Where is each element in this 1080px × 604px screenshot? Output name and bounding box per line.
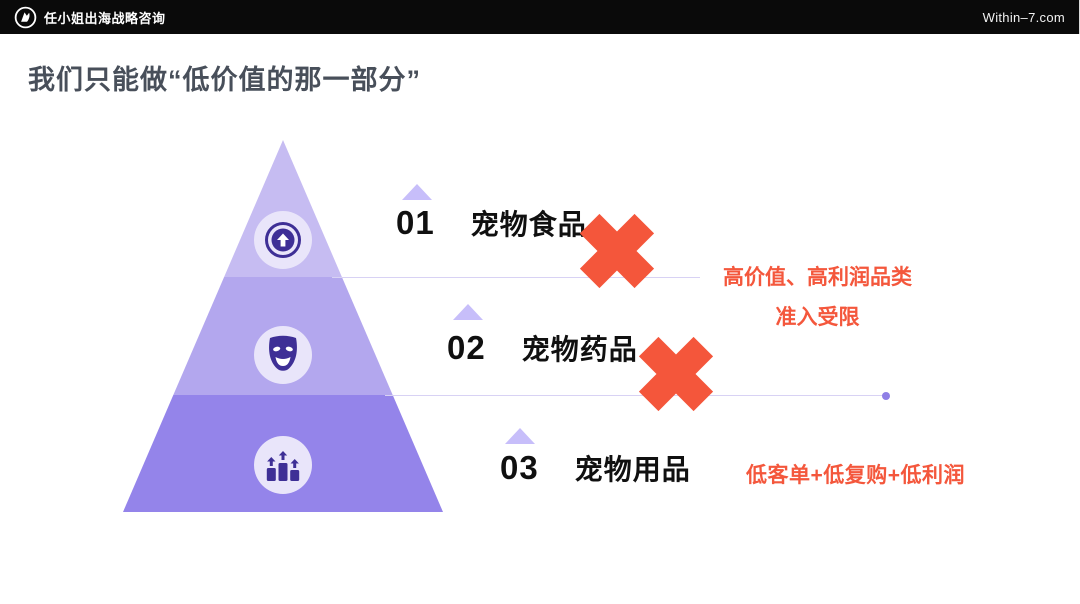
pyramid-diagram	[123, 140, 443, 512]
list-item-2: 02 宠物药品	[447, 329, 638, 366]
item-label: 宠物药品	[521, 334, 638, 365]
triangle-bullet-icon-2	[453, 304, 483, 320]
item-number: 01	[396, 204, 435, 241]
pyramid-tier-1	[224, 140, 342, 277]
list-item-1: 01 宠物食品	[396, 204, 587, 241]
item-label: 宠物食品	[470, 209, 587, 240]
level-up-icon	[254, 211, 312, 269]
reject-x-icon-2	[630, 328, 722, 420]
brand: 任小姐出海战略咨询	[14, 6, 166, 29]
page-title: 我们只能做“低价值的那一部分”	[28, 65, 421, 95]
top-bar: 任小姐出海战略咨询 Within–7.com	[0, 0, 1079, 34]
triangle-bullet-icon-1	[402, 184, 432, 200]
annotation-restricted-line1: 高价值、高利润品类	[723, 266, 912, 289]
annotation-restricted-line2: 准入受限	[775, 306, 860, 329]
brand-name: 任小姐出海战略咨询	[44, 10, 166, 26]
item-label: 宠物用品	[574, 454, 691, 485]
reject-x-icon-1	[571, 205, 663, 297]
connector-line-1	[332, 277, 700, 278]
brand-logo-icon	[14, 6, 37, 29]
list-item-3: 03 宠物用品	[500, 449, 691, 486]
triangle-bullet-icon-3	[505, 428, 535, 444]
growth-bars-icon	[254, 436, 312, 494]
annotation-restricted: 高价值、高利润品类 准入受限	[700, 258, 935, 338]
line-endpoint-dot	[882, 391, 890, 400]
theater-mask-icon	[254, 326, 312, 384]
connector-line-2	[385, 391, 890, 400]
annotation-low-value: 低客单+低复购+低利润	[746, 464, 966, 487]
site-url: Within–7.com	[982, 9, 1065, 25]
item-number: 02	[447, 329, 486, 366]
slide-canvas: 我们只能做“低价值的那一部分”	[0, 34, 1080, 604]
item-number: 03	[500, 449, 539, 486]
